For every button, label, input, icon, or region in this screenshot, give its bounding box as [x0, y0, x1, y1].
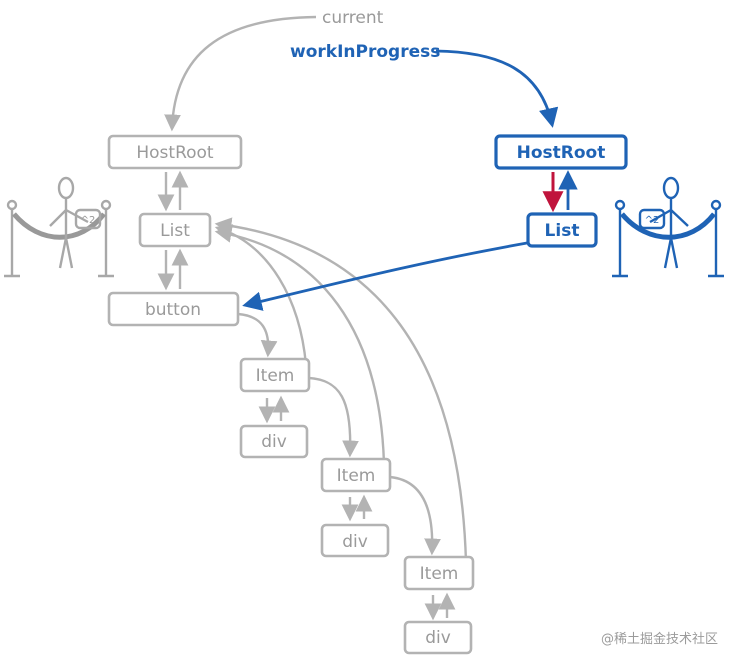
div-label-1: div	[261, 432, 287, 452]
current-to-hostroot-arrow	[164, 15, 317, 132]
item-node-2: Item	[320, 457, 392, 493]
item3-return-arrow	[214, 217, 468, 563]
current-button-label: button	[145, 300, 201, 320]
div-node-2: div	[320, 523, 390, 558]
right-figure-badge: ^2	[645, 215, 660, 226]
wip-list-node: List	[526, 212, 598, 248]
item-label-3: Item	[420, 564, 459, 584]
div-label-3: div	[425, 628, 451, 648]
current-hostroot-label: HostRoot	[136, 143, 214, 163]
wip-list-child-arrow	[242, 241, 528, 311]
wip-hostroot-label: HostRoot	[517, 143, 606, 163]
item-node-1: Item	[239, 357, 311, 393]
current-button-node: button	[107, 291, 240, 327]
wip-hostroot-node: HostRoot	[494, 134, 628, 170]
item-label-1: Item	[256, 366, 295, 386]
div-node-3: div	[403, 620, 473, 655]
current-list-label: List	[160, 221, 190, 241]
watermark: @稀土掘金技术社区	[600, 632, 718, 647]
button-child-arrow	[237, 312, 278, 358]
div-node-1: div	[239, 424, 309, 459]
work-in-progress-pointer-label: workInProgress	[290, 42, 440, 62]
item-label-2: Item	[337, 466, 376, 486]
left-figure-badge: ^2	[81, 215, 96, 226]
wip-list-label: List	[545, 221, 580, 241]
current-pointer-label: current	[322, 8, 384, 28]
item2-sibling-arrow	[389, 475, 441, 556]
wip-to-hostroot-arrow	[435, 49, 559, 128]
current-hostroot-node: HostRoot	[107, 134, 243, 170]
item2-return-arrow	[214, 226, 386, 465]
div-label-2: div	[342, 532, 368, 552]
item1-sibling-arrow	[308, 376, 359, 458]
item-node-3: Item	[403, 555, 475, 591]
current-list-node: List	[138, 212, 212, 248]
left-stanchion-figure: ^2	[4, 176, 114, 278]
right-stanchion-figure: ^2	[612, 176, 724, 278]
